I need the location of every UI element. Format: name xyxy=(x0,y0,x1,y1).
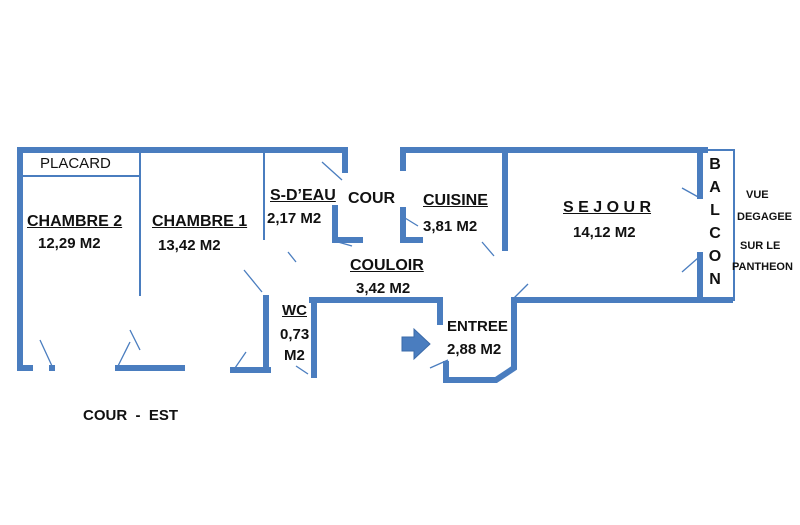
wc-area-line1: 0,73 xyxy=(280,326,310,343)
chambre1-name: CHAMBRE 1 xyxy=(152,213,248,230)
wall-left xyxy=(17,147,33,371)
entrance-arrow-icon xyxy=(401,327,431,361)
orientation-label: COUR - EST xyxy=(83,407,179,424)
sdeau-name: S-D’EAU xyxy=(270,187,336,204)
balcon-letter: C xyxy=(709,225,721,242)
view-note-line3: SUR LE xyxy=(740,240,781,252)
door-chambre1-b xyxy=(129,329,141,351)
door-balcon-bottom xyxy=(681,257,699,273)
door-cuisine xyxy=(404,217,419,227)
couloir-name: COULOIR xyxy=(350,257,424,274)
chambre1-area: 13,42 M2 xyxy=(158,237,221,254)
door-chambre1-c xyxy=(234,351,247,369)
placard-label: PLACARD xyxy=(40,155,111,172)
balcon-letter: N xyxy=(709,271,721,288)
cuisine-name: CUISINE xyxy=(423,192,488,209)
entree-area: 2,88 M2 xyxy=(447,341,502,358)
view-note-line4: PANTHEON xyxy=(732,261,793,273)
door-chambre1-a xyxy=(117,341,131,367)
view-note-line2: DEGAGEE xyxy=(737,211,793,223)
balcon-letter: A xyxy=(709,179,721,196)
cour-label: COUR xyxy=(348,190,396,207)
sdeau-area: 2,17 M2 xyxy=(267,210,322,227)
door-balcon-top xyxy=(681,187,701,199)
wc-name: WC xyxy=(282,302,307,319)
sejour-name: S E J O U R xyxy=(563,199,652,216)
entree-name: ENTREE xyxy=(447,318,508,335)
cuisine-area: 3,81 M2 xyxy=(423,218,478,235)
balcon-letter: O xyxy=(708,248,722,265)
door-wc xyxy=(295,365,309,375)
balcon-label: B A L C O N xyxy=(705,153,725,291)
door-chambre1-couloir xyxy=(243,269,263,293)
wall-cour-cuisine xyxy=(400,147,708,243)
wall-couloir-bottom xyxy=(309,297,443,325)
wc-area-line2: M2 xyxy=(284,347,305,364)
door-entree xyxy=(429,359,449,369)
chambre2-name: CHAMBRE 2 xyxy=(27,213,123,230)
door-sejour xyxy=(513,283,529,299)
wall-top-left xyxy=(17,147,348,173)
door-chambre2 xyxy=(39,339,53,367)
wall-entree xyxy=(443,297,517,383)
wall-sdeau-cour xyxy=(332,205,363,243)
sejour-area: 14,12 M2 xyxy=(573,224,636,241)
view-note-line1: VUE xyxy=(746,189,769,201)
couloir-area: 3,42 M2 xyxy=(356,280,411,297)
door-cuisine-couloir xyxy=(481,241,495,257)
door-sdeau-top xyxy=(321,161,343,181)
chambre2-area: 12,29 M2 xyxy=(38,235,101,252)
door-cour xyxy=(337,241,353,247)
balcon-letter: B xyxy=(709,156,721,173)
door-sdeau xyxy=(287,251,297,263)
balcon-letter: L xyxy=(710,202,720,219)
